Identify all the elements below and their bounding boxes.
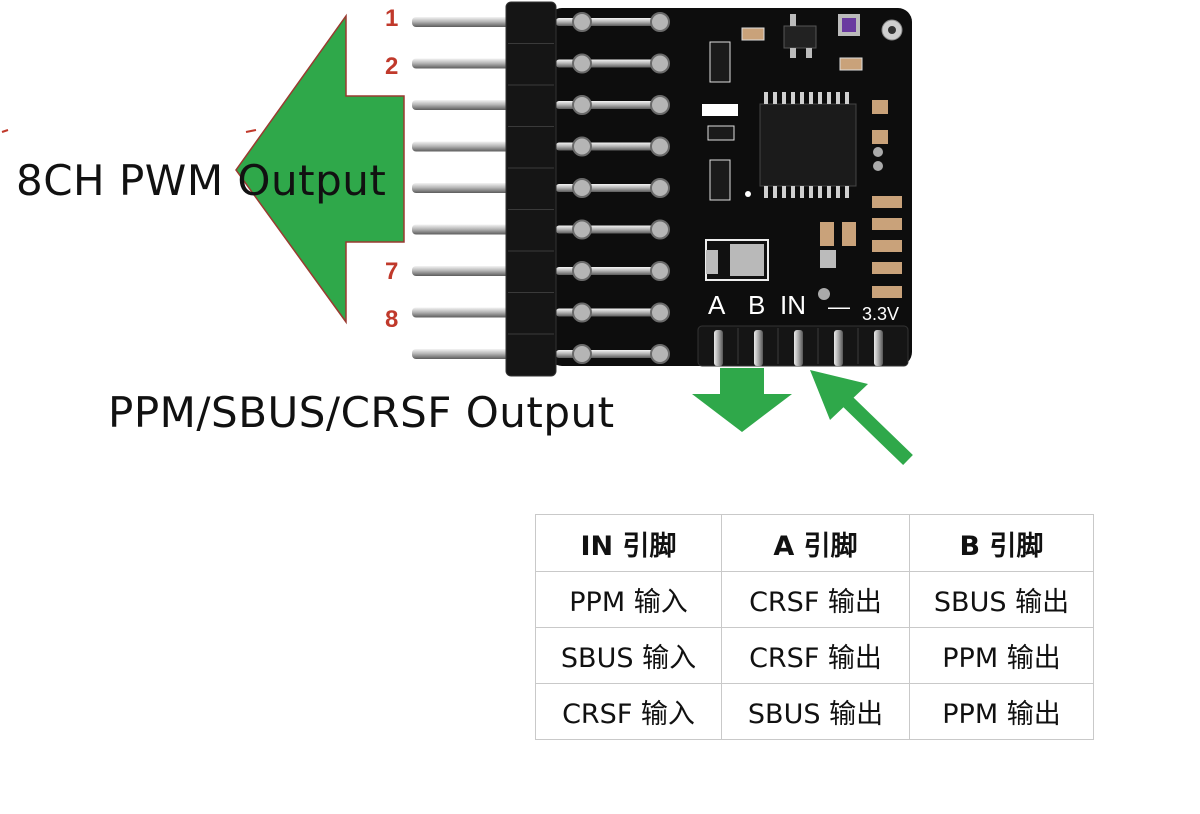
header-pin <box>754 330 763 366</box>
ic-leg <box>845 92 849 104</box>
serial-pin-header <box>697 325 909 367</box>
solder-pad <box>572 178 592 198</box>
header-pin <box>412 307 512 318</box>
pin-number-7: 7 <box>385 258 398 285</box>
ic-leg <box>845 186 849 198</box>
header-pin <box>412 349 512 359</box>
table-cell: SBUS 输入 <box>535 627 722 684</box>
pwm-output-label: 8CH PWM Output <box>16 156 387 205</box>
ic-leg <box>773 186 777 198</box>
ic-leg <box>827 92 831 104</box>
silk-label-b: B <box>748 290 765 320</box>
header-pin <box>556 267 660 275</box>
table-cell: PPM 输出 <box>909 683 1094 740</box>
header-pin <box>412 100 512 110</box>
header-pin <box>556 350 660 358</box>
header-pin <box>412 17 512 27</box>
ic-leg <box>836 186 840 198</box>
header-pin <box>556 18 660 26</box>
pin-mode-table: IN 引脚 A 引脚 B 引脚 PPM 输入 CRSF 输出 SBUS 输出 S… <box>535 514 1094 740</box>
solder-pad <box>650 261 670 281</box>
ic-leg <box>827 186 831 198</box>
table-cell: SBUS 输出 <box>909 571 1094 628</box>
ic-leg <box>836 92 840 104</box>
ic-leg <box>800 92 804 104</box>
serial-output-arrow <box>692 368 792 432</box>
header-pin <box>412 183 512 193</box>
input-arrow <box>810 370 913 466</box>
red-mark <box>245 129 257 133</box>
solder-pad <box>650 12 670 32</box>
table-cell: CRSF 输出 <box>721 571 910 628</box>
silk-label-in: IN <box>780 290 806 320</box>
header-pin <box>556 101 660 109</box>
header-pin <box>874 330 883 366</box>
header-pin <box>556 308 660 317</box>
ic-leg <box>782 92 786 104</box>
solder-pad <box>572 344 592 364</box>
header-in-pin: IN 引脚 <box>535 514 722 572</box>
solder-pad <box>572 219 592 240</box>
header-pin <box>556 59 660 68</box>
header-pin <box>714 330 723 366</box>
header-pin <box>556 225 660 234</box>
header-pin <box>556 184 660 192</box>
ic-leg <box>764 92 768 104</box>
header-pin <box>556 142 660 151</box>
solder-pad <box>650 302 670 323</box>
ic-leg <box>818 186 822 198</box>
serial-output-label: PPM/SBUS/CRSF Output <box>108 388 615 437</box>
pwm-output-arrow <box>235 13 405 325</box>
header-a-pin: A 引脚 <box>721 514 910 572</box>
solder-pad <box>650 53 670 74</box>
silk-label-a: A <box>708 290 726 320</box>
ic-leg <box>791 186 795 198</box>
table-cell: CRSF 输出 <box>721 627 910 684</box>
ic-leg <box>773 92 777 104</box>
header-pin <box>412 224 512 235</box>
red-mark <box>1 129 9 133</box>
ic-leg <box>818 92 822 104</box>
solder-pad <box>650 136 670 157</box>
ic-leg <box>809 186 813 198</box>
header-pin <box>834 330 843 366</box>
solder-pad <box>650 178 670 198</box>
solder-pad <box>572 261 592 281</box>
solder-pad <box>572 302 592 323</box>
pin-header-housing <box>505 1 557 377</box>
solder-pad <box>572 12 592 32</box>
silk-label-voltage: 3.3V <box>862 304 899 324</box>
solder-pad <box>572 95 592 115</box>
table-cell: SBUS 输出 <box>721 683 910 740</box>
table-row: PPM 输入 CRSF 输出 SBUS 输出 <box>535 571 1094 628</box>
table-row: SBUS 输入 CRSF 输出 PPM 输出 <box>535 627 1094 684</box>
pin-number-8: 8 <box>385 306 398 333</box>
table-header-row: IN 引脚 A 引脚 B 引脚 <box>535 514 1094 572</box>
solder-pad <box>572 136 592 157</box>
solder-pad <box>650 344 670 364</box>
solder-pad <box>650 219 670 240</box>
ic-leg <box>791 92 795 104</box>
header-pin <box>412 58 512 69</box>
pin-number-2: 2 <box>385 53 398 80</box>
ic-leg <box>782 186 786 198</box>
silk-label-minus: — <box>828 294 850 319</box>
header-b-pin: B 引脚 <box>909 514 1094 572</box>
solder-pad <box>650 95 670 115</box>
ic-leg <box>800 186 804 198</box>
table-cell: CRSF 输入 <box>535 683 722 740</box>
pcb-components <box>702 14 903 300</box>
ic-leg <box>809 92 813 104</box>
table-cell: PPM 输入 <box>535 571 722 628</box>
header-pin <box>412 141 512 152</box>
table-cell: PPM 输出 <box>909 627 1094 684</box>
table-row: CRSF 输入 SBUS 输出 PPM 输出 <box>535 683 1094 740</box>
header-pin <box>412 266 512 276</box>
ic-leg <box>764 186 768 198</box>
header-pin <box>794 330 803 366</box>
solder-pad <box>572 53 592 74</box>
pin-number-1: 1 <box>385 5 398 32</box>
